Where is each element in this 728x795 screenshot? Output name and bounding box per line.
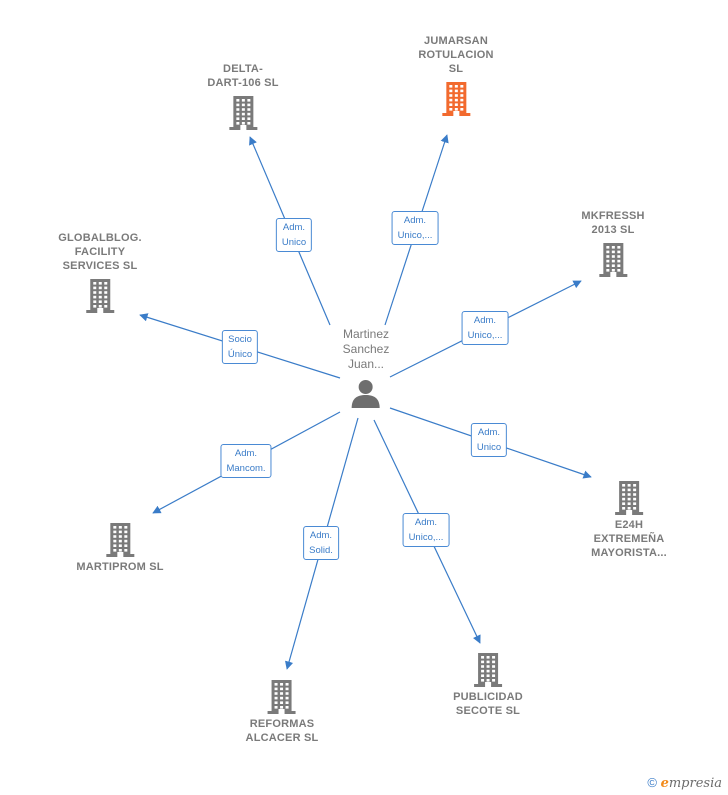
edge-label-mkfressh[interactable]: Adm. Unico,...	[461, 311, 509, 345]
company-name: MARTIPROM SL	[76, 561, 164, 573]
company-name: E24H EXTREMEÑA MAYORISTA...	[591, 519, 667, 559]
company-name: PUBLICIDAD SECOTE SL	[453, 691, 523, 717]
edge-label-delta[interactable]: Adm. Unico	[275, 218, 313, 252]
edge-label-globalblog[interactable]: Socio Único	[221, 330, 259, 364]
company-name: GLOBALBLOG. FACILITY SERVICES SL	[58, 232, 142, 272]
company-node-globalblog[interactable]: GLOBALBLOG. FACILITY SERVICES SL	[58, 231, 142, 313]
brand-initial: e	[660, 776, 669, 791]
company-node-martiprom[interactable]: MARTIPROM SL	[76, 521, 163, 574]
brand-name: mpresia	[668, 776, 722, 791]
company-name: REFORMAS ALCACER SL	[245, 718, 319, 744]
edge-label-reformas[interactable]: Adm. Solid.	[303, 526, 339, 560]
company-name: DELTA- DART-106 SL	[207, 63, 279, 89]
building-icon	[598, 243, 627, 277]
edge-label-publicidad[interactable]: Adm. Unico,...	[402, 513, 450, 547]
building-icon	[441, 82, 470, 116]
company-name: MKFRESSH 2013 SL	[581, 210, 645, 236]
footer-brand: © empresia	[647, 775, 722, 791]
person-name: Martinez Sanchez Juan...	[342, 327, 390, 371]
edge-label-jumarsan[interactable]: Adm. Unico,...	[391, 211, 439, 245]
company-node-mkfressh[interactable]: MKFRESSH 2013 SL	[581, 209, 644, 277]
edge-label-martiprom[interactable]: Adm. Mancom.	[220, 444, 272, 478]
building-icon	[229, 96, 257, 130]
building-icon	[106, 523, 134, 557]
company-node-e24h[interactable]: E24H EXTREMEÑA MAYORISTA...	[591, 479, 667, 560]
copyright-symbol: ©	[647, 775, 657, 790]
company-node-reformas[interactable]: REFORMAS ALCACER SL	[246, 678, 319, 745]
building-icon	[615, 481, 643, 515]
building-icon	[85, 279, 114, 313]
company-node-delta[interactable]: DELTA- DART-106 SL	[207, 62, 278, 130]
company-node-publicidad[interactable]: PUBLICIDAD SECOTE SL	[453, 651, 523, 718]
building-icon	[267, 680, 296, 714]
edge-label-e24h[interactable]: Adm. Unico	[470, 423, 508, 457]
person-node[interactable]: Martinez Sanchez Juan...	[342, 327, 390, 410]
company-node-jumarsan[interactable]: JUMARSAN ROTULACION SL	[418, 34, 493, 116]
company-name: JUMARSAN ROTULACION SL	[418, 35, 494, 75]
building-icon	[474, 653, 502, 687]
person-icon	[351, 380, 380, 408]
